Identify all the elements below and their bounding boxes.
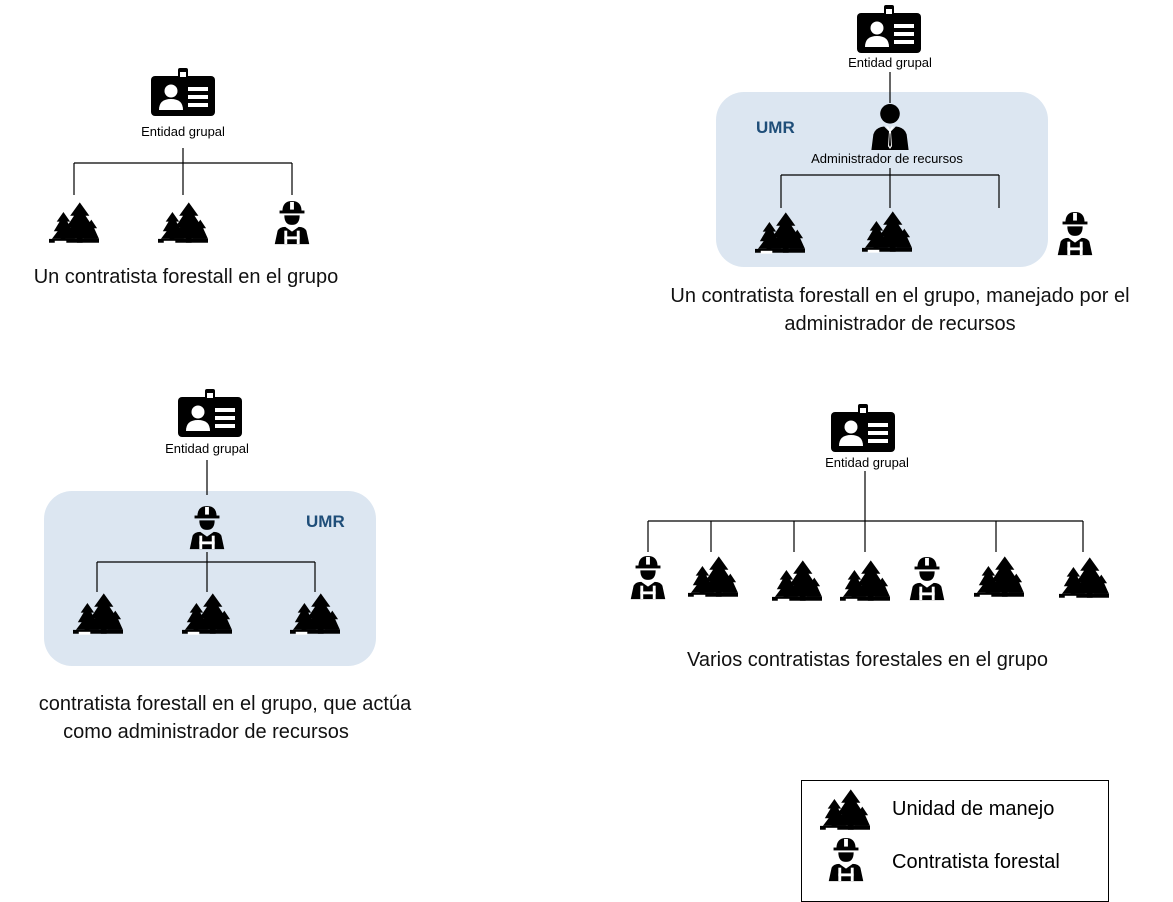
resource-manager-icon: [868, 103, 912, 150]
contractor-icon: [270, 200, 314, 246]
entity-label: Entidad grupal: [155, 441, 259, 457]
entity-label: Entidad grupal: [131, 124, 235, 140]
group-entity-icon: [178, 387, 242, 439]
legend: Unidad de manejo Contratista forestal: [801, 780, 1109, 902]
contractor-icon: [905, 556, 949, 602]
diagram3-caption-line2: como administrador de recursos: [63, 721, 349, 743]
forest-icon: [49, 202, 99, 245]
forest-icon: [772, 560, 822, 603]
contractor-icon: [824, 837, 868, 883]
forest-icon: [974, 556, 1024, 599]
diagram2-caption-line2: administrador de recursos: [784, 313, 1016, 335]
group-entity-icon: [831, 402, 895, 454]
umr-label: UMR: [306, 512, 345, 531]
forest-icon: [820, 789, 870, 832]
forest-icon: [158, 202, 208, 245]
legend-label-forest-contractor: Contratista forestal: [892, 851, 1060, 873]
contractor-icon: [1053, 211, 1097, 257]
forest-icon: [73, 593, 123, 636]
umr-box-2: [716, 92, 1048, 267]
legend-label-management-unit: Unidad de manejo: [892, 798, 1055, 820]
forest-icon: [862, 211, 912, 254]
admin-label: Administrador de recursos: [811, 151, 963, 166]
forest-icon: [755, 212, 805, 255]
forest-icon: [1059, 557, 1109, 600]
diagram3-caption-line1: contratista forestall en el grupo, que a…: [38, 693, 412, 715]
umr-box-3: [44, 491, 376, 666]
group-entity-icon: [857, 3, 921, 55]
forest-icon: [290, 593, 340, 636]
diagram4-caption: Varios contratistas forestales en el gru…: [687, 649, 1048, 671]
contractor-icon: [185, 505, 229, 551]
entity-label: Entidad grupal: [815, 455, 919, 471]
umr-label: UMR: [756, 118, 795, 137]
diagram1-caption: Un contratista forestall en el grupo: [33, 266, 339, 288]
forest-icon: [688, 556, 738, 599]
group-entity-icon: [151, 66, 215, 118]
forest-icon: [182, 593, 232, 636]
contractor-icon: [626, 555, 670, 601]
forest-icon: [840, 560, 890, 603]
entity-label: Entidad grupal: [838, 55, 942, 71]
diagram2-caption-line1: Un contratista forestall en el grupo, ma…: [670, 285, 1130, 307]
